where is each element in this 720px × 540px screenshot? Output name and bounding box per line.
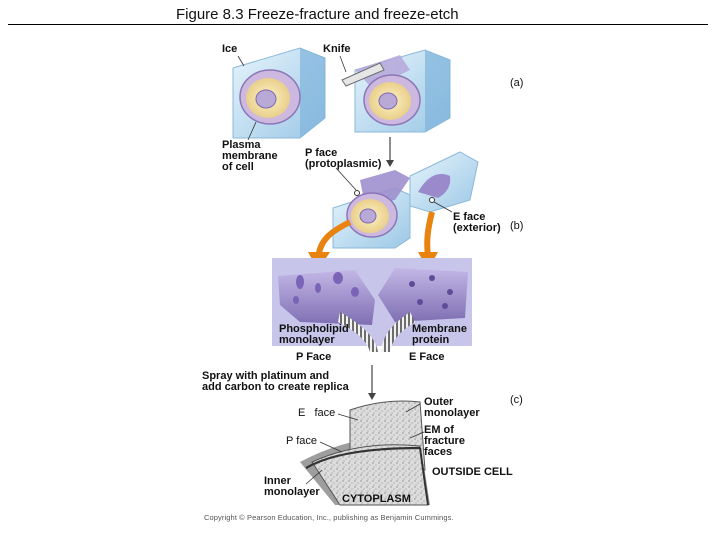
fractured-ice-block bbox=[332, 151, 479, 249]
ice-block-left bbox=[232, 47, 326, 139]
label-e-face-mid: E Face bbox=[409, 351, 445, 363]
label-em-fracture: EM of fracture faces bbox=[424, 424, 465, 458]
title-underline bbox=[8, 24, 708, 25]
e-face-marker bbox=[429, 197, 435, 203]
label-spray: Spray with platinum and add carbon to cr… bbox=[202, 370, 349, 393]
replica-illustration bbox=[300, 400, 430, 506]
label-membrane-protein: Membrane protein bbox=[412, 323, 468, 346]
label-knife: Knife bbox=[323, 43, 351, 55]
label-panel-b: (b) bbox=[510, 220, 524, 232]
label-panel-c: (c) bbox=[510, 394, 523, 406]
ice-leader-line bbox=[237, 55, 245, 67]
label-phospholipid: Phospholipid monolayer bbox=[279, 323, 349, 346]
label-outside-cell: OUTSIDE CELL bbox=[432, 466, 513, 478]
figure-title: Figure 8.3 Freeze-fracture and freeze-et… bbox=[176, 6, 459, 23]
orange-arrow-right bbox=[424, 211, 435, 257]
label-p-face-bottom: P face bbox=[286, 435, 317, 447]
copyright-text: Copyright © Pearson Education, Inc., pub… bbox=[204, 513, 454, 522]
label-panel-a: (a) bbox=[510, 77, 524, 89]
label-cytoplasm: CYTOPLASM bbox=[342, 493, 411, 505]
label-p-face-mid: P Face bbox=[296, 351, 332, 363]
label-e-face-bottom: E face bbox=[298, 407, 336, 419]
p-face-marker bbox=[354, 190, 360, 196]
label-plasma-membrane: Plasma membrane of cell bbox=[222, 139, 278, 173]
label-outer-monolayer: Outer monolayer bbox=[424, 396, 480, 419]
label-p-face-top: P face (protoplasmic) bbox=[305, 147, 382, 170]
knife-leader-line bbox=[339, 55, 347, 73]
label-inner-monolayer: Inner monolayer bbox=[264, 475, 320, 498]
plasma-leader-line bbox=[247, 121, 257, 141]
label-ice: Ice bbox=[222, 43, 238, 55]
label-e-face-top: E face (exterior) bbox=[453, 211, 501, 234]
ice-block-right bbox=[354, 49, 451, 133]
knife-icon bbox=[341, 62, 385, 87]
membrane-panel bbox=[272, 258, 472, 352]
